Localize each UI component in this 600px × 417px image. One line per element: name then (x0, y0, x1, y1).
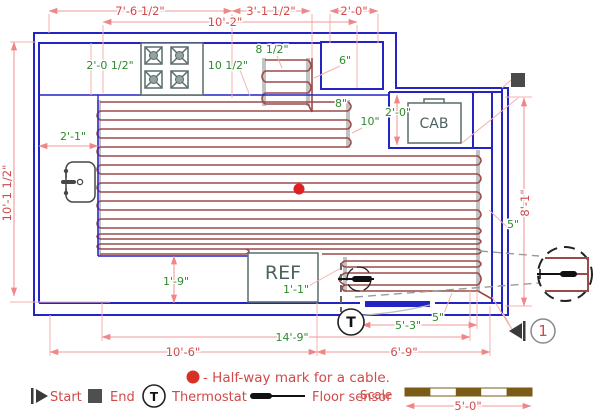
legend: - Half-way mark for a cable. Start End T… (31, 370, 533, 415)
legend-floor-sensor-label: Floor sensor (312, 390, 392, 405)
faucet-icon (61, 168, 84, 196)
floor-sensor-icon (250, 393, 305, 399)
dim-sensor-offset: 5'-3" (395, 319, 421, 332)
halfway-dot (293, 183, 305, 195)
cab-label: CAB (420, 116, 449, 132)
dim-top-overall: 10'-2" (208, 15, 243, 29)
floor-sensor-symbol (338, 266, 374, 292)
scale-label: Scale (360, 388, 392, 402)
dimension-labels: 7'-6 1/2" 3'-1 1/2" 2'-0" 10'-2" 10'-1 1… (0, 3, 534, 361)
ref-label: REF (265, 262, 301, 284)
thermostat-icon: T (142, 384, 166, 408)
end-marker (511, 73, 525, 87)
thermostat-symbol: T (337, 308, 365, 336)
scale-bar (404, 387, 533, 397)
measure-ref-to-sensor: 1'-1" (283, 283, 309, 296)
legend-halfway-note: - Half-way mark for a cable. (203, 370, 390, 386)
dim-heated-width: 14'-9" (275, 331, 308, 344)
measure-gap-10: 10" (360, 115, 379, 128)
dim-bottom-right: 6'-9" (390, 345, 417, 359)
measure-left-counter: 2'-1" (60, 130, 86, 143)
stove-burner-icon (144, 46, 189, 89)
dim-left-height: 10'-1 1/2" (0, 165, 14, 222)
door-leaf (365, 301, 430, 307)
sensor-detail-bubble (354, 246, 593, 302)
legend-thermostat-label: Thermostat (171, 390, 247, 405)
extension-lines (10, 14, 532, 356)
measure-cab-depth: 2'-0" (385, 106, 411, 119)
halfway-dot-icon (186, 370, 200, 384)
sink (61, 161, 96, 203)
legend-start-label: Start (50, 390, 82, 405)
stove (140, 42, 204, 96)
dim-top-right: 2'-0" (340, 4, 367, 18)
start-icon (31, 388, 48, 404)
dim-right-height: 8'-1" (518, 189, 532, 216)
circuit-number-badge: 1 (530, 318, 556, 344)
refrigerator: REF (247, 252, 319, 303)
end-icon (88, 389, 102, 403)
measure-serpentine: 8 1/2" (255, 43, 288, 56)
scale-length: 5'-0" (454, 399, 481, 413)
measure-bottom-counter: 1'-9" (163, 275, 189, 288)
svg-text:T: T (150, 390, 159, 404)
measure-spacing-bottom: 5" (432, 311, 444, 324)
start-marker (509, 321, 526, 341)
legend-end-label: End (110, 390, 135, 405)
measure-stove-left: 2'-0 1/2" (86, 59, 133, 72)
dim-bottom-left: 10'-6" (166, 345, 201, 359)
circuit-number: 1 (538, 322, 548, 340)
measure-gap-8: 8" (335, 97, 347, 110)
dim-top-mid: 3'-1 1/2" (246, 4, 295, 18)
dim-top-left: 7'-6 1/2" (115, 4, 164, 18)
cabinet: CAB (407, 98, 462, 144)
thermostat-letter: T (346, 315, 356, 331)
measure-spacing-right: 5" (507, 218, 519, 231)
measure-alcove-depth: 6" (339, 54, 351, 67)
measure-stove-right: 10 1/2" (208, 59, 248, 72)
room-walls (33, 32, 509, 317)
dimension-lines (10, 7, 528, 356)
wall-alcove (320, 41, 384, 90)
